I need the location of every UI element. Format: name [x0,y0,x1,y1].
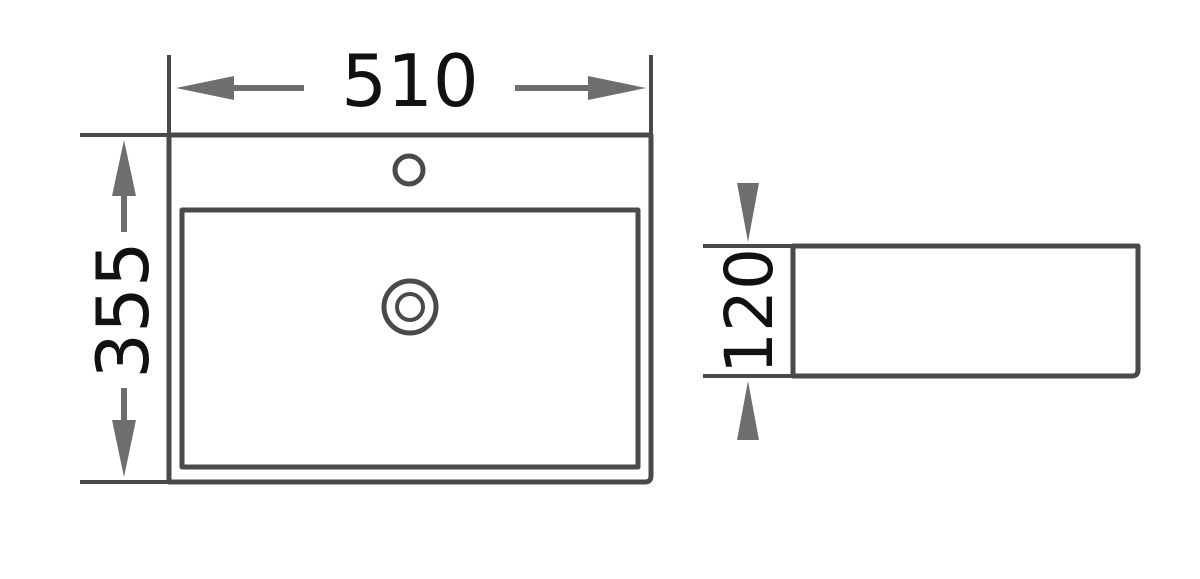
side-view [790,243,1141,379]
width-dimension: 510 [167,39,653,135]
depth-arrow-down [112,388,136,477]
depth-label: 355 [81,241,165,378]
basin-outer-outline [166,132,654,485]
top-view [166,132,654,485]
width-label: 510 [341,39,478,123]
depth-dimension: 355 [80,133,169,484]
width-arrow-right [515,76,646,100]
height-arrow-top [737,183,759,242]
height-label: 120 [711,248,788,374]
depth-arrow-up [112,140,136,232]
width-arrow-left [176,76,304,100]
drain [381,278,439,336]
side-view-outline [790,243,1141,379]
bowl-outline [179,207,641,470]
tap-hole [392,153,426,187]
height-dimension: 120 [703,183,793,440]
height-arrow-bottom [737,381,759,440]
